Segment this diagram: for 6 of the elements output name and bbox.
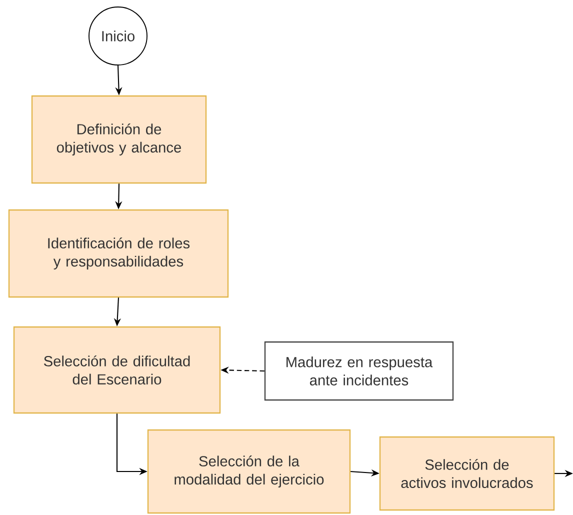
- process-box: Selección de activos involucrados: [379, 436, 555, 511]
- process-box: Identificación de roles y responsabilidades: [8, 209, 229, 298]
- process-box: Selección de dificultad del Escenario: [13, 326, 221, 414]
- input-box: Madurez en respuesta ante incidentes: [264, 341, 454, 401]
- process-box: Definición de objetivos y alcance: [31, 95, 207, 184]
- process-box: Selección de la modalidad del ejercicio: [147, 429, 351, 514]
